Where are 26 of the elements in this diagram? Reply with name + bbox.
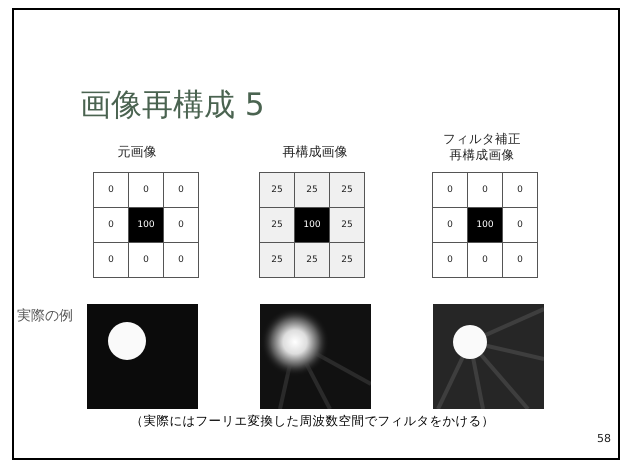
table-cell: 100 bbox=[128, 207, 164, 243]
table-cell: 25 bbox=[259, 242, 295, 278]
table-cell: 0 bbox=[163, 172, 199, 208]
slide-title: 画像再構成 5 bbox=[80, 86, 265, 125]
table-cell: 25 bbox=[294, 242, 330, 278]
table-cell: 25 bbox=[329, 172, 365, 208]
table-cell: 25 bbox=[329, 242, 365, 278]
column-heading: 再構成画像 bbox=[282, 145, 348, 161]
table-cell: 0 bbox=[163, 242, 199, 278]
table-cell: 100 bbox=[467, 207, 503, 243]
column-heading: フィルタ補正再構成画像 bbox=[442, 131, 522, 163]
table-cell: 0 bbox=[502, 242, 538, 278]
caption: （実際にはフーリエ変換した周波数空間でフィルタをかける） bbox=[130, 413, 496, 430]
table-cell: 25 bbox=[294, 172, 330, 208]
table-cell: 100 bbox=[294, 207, 330, 243]
column-heading: 元画像 bbox=[116, 145, 158, 161]
page-number: 58 bbox=[597, 432, 611, 445]
table-cell: 0 bbox=[502, 172, 538, 208]
table-cell: 0 bbox=[432, 172, 468, 208]
table-cell: 25 bbox=[329, 207, 365, 243]
table-cell: 0 bbox=[93, 172, 129, 208]
table-cell: 25 bbox=[259, 207, 295, 243]
table-cell: 0 bbox=[432, 242, 468, 278]
row-label: 実際の例 bbox=[17, 307, 73, 325]
table-cell: 0 bbox=[93, 242, 129, 278]
table-cell: 25 bbox=[259, 172, 295, 208]
